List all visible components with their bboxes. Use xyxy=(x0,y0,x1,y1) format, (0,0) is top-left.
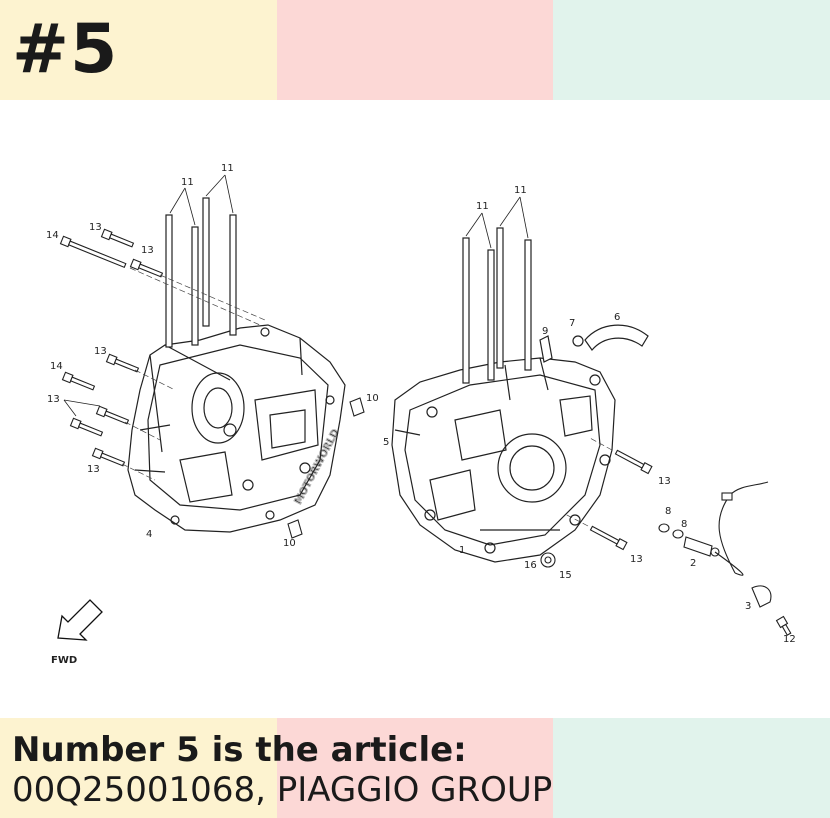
left-13-leaders xyxy=(63,399,101,417)
right-studs-leaders xyxy=(465,196,529,249)
parts-diagram: MOTORWORLD xyxy=(46,163,796,666)
left-studs-11 xyxy=(165,197,237,348)
callout-13-right-b: 13 xyxy=(630,554,643,565)
callout-3: 3 xyxy=(745,601,751,612)
header-band-pink xyxy=(277,0,553,100)
article-number-label: #5 xyxy=(12,10,119,89)
callout-11-right-a: 11 xyxy=(476,201,489,212)
left-crankcase-half xyxy=(127,324,346,533)
header-band-mint xyxy=(553,0,830,100)
sensor-assembly xyxy=(658,481,792,636)
callout-5: 5 xyxy=(383,437,389,448)
article-caption: Number 5 is the article: 00Q25001068, PI… xyxy=(12,730,552,810)
callout-7: 7 xyxy=(569,318,575,329)
fwd-label: FWD xyxy=(51,655,77,666)
callout-11-left-b: 11 xyxy=(221,163,234,174)
callout-9: 9 xyxy=(542,326,548,337)
callout-14-left-top: 14 xyxy=(46,230,59,241)
header-band-yellow xyxy=(0,0,277,100)
right-studs-11 xyxy=(462,227,532,384)
footer-band-pink xyxy=(277,718,553,818)
callout-2: 2 xyxy=(690,558,696,569)
right-crankcase-half xyxy=(391,357,616,563)
drain-plug xyxy=(540,552,556,568)
fwd-arrow-icon xyxy=(57,599,103,641)
left-studs-leaders xyxy=(169,174,234,226)
callout-13-left-e: 13 xyxy=(87,464,100,475)
callout-10-left-a: 10 xyxy=(366,393,379,404)
footer-band-mint xyxy=(553,718,830,818)
callout-15: 15 xyxy=(559,570,572,581)
callout-11-left-a: 11 xyxy=(181,177,194,188)
callout-8-b: 8 xyxy=(681,519,687,530)
caption-article-code: 00Q25001068, PIAGGIO GROUP xyxy=(12,770,553,810)
callout-4: 4 xyxy=(146,529,152,540)
left-dowels-10 xyxy=(287,397,365,539)
caption-title: Number 5 is the article: xyxy=(12,730,467,770)
callout-14-left-mid: 14 xyxy=(50,361,63,372)
right-bolts-13 xyxy=(589,449,653,551)
callout-12: 12 xyxy=(783,634,796,645)
callout-6: 6 xyxy=(614,312,620,323)
callout-1: 1 xyxy=(459,545,465,556)
callout-16: 16 xyxy=(524,560,537,571)
right-bolt-alignment-lines xyxy=(564,437,613,527)
callout-8-a: 8 xyxy=(665,506,671,517)
left-bolt-alignment-lines xyxy=(121,267,266,481)
callout-13-left-a: 13 xyxy=(89,222,102,233)
left-bolts xyxy=(59,228,164,467)
breather-hose xyxy=(539,324,649,363)
callout-10-left-b: 10 xyxy=(283,538,296,549)
callout-11-right-b: 11 xyxy=(514,185,527,196)
callout-13-left-b: 13 xyxy=(141,245,154,256)
callout-13-left-d: 13 xyxy=(47,394,60,405)
callout-13-right-a: 13 xyxy=(658,476,671,487)
callout-13-left-c: 13 xyxy=(94,346,107,357)
footer-band-yellow xyxy=(0,718,277,818)
header-color-band xyxy=(0,0,830,100)
footer-color-band xyxy=(0,718,830,818)
